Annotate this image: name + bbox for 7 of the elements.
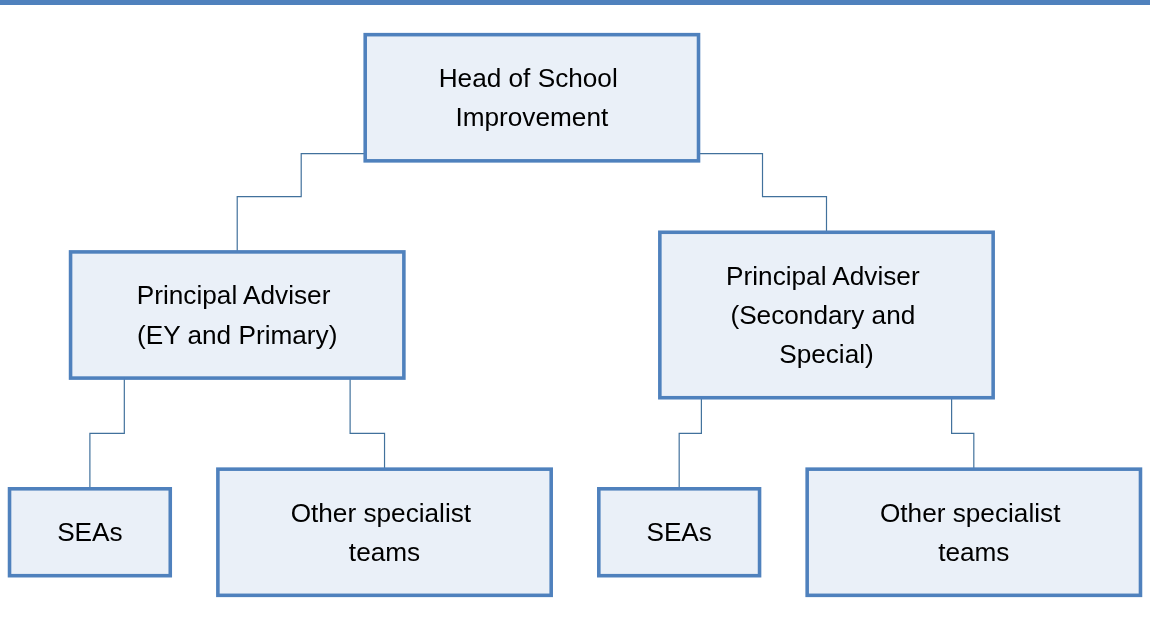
node-box: Principal Adviser (EY and Primary) [68,250,406,380]
node-box: Other specialist teams [805,467,1143,598]
node-box: Head of School Improvement [363,32,701,163]
node-box: Principal Adviser (Secondary and Special) [658,230,995,400]
node-box: Other specialist teams [216,467,553,598]
node-box: SEAs [597,487,762,578]
node-box: SEAs [7,487,173,578]
